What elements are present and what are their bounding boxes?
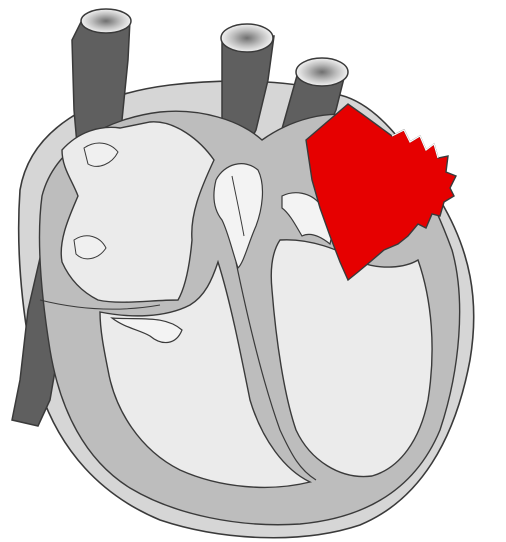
aorta-opening xyxy=(296,58,348,86)
pulmonary-artery-opening xyxy=(221,24,273,52)
superior-vena-cava-opening xyxy=(81,9,131,33)
